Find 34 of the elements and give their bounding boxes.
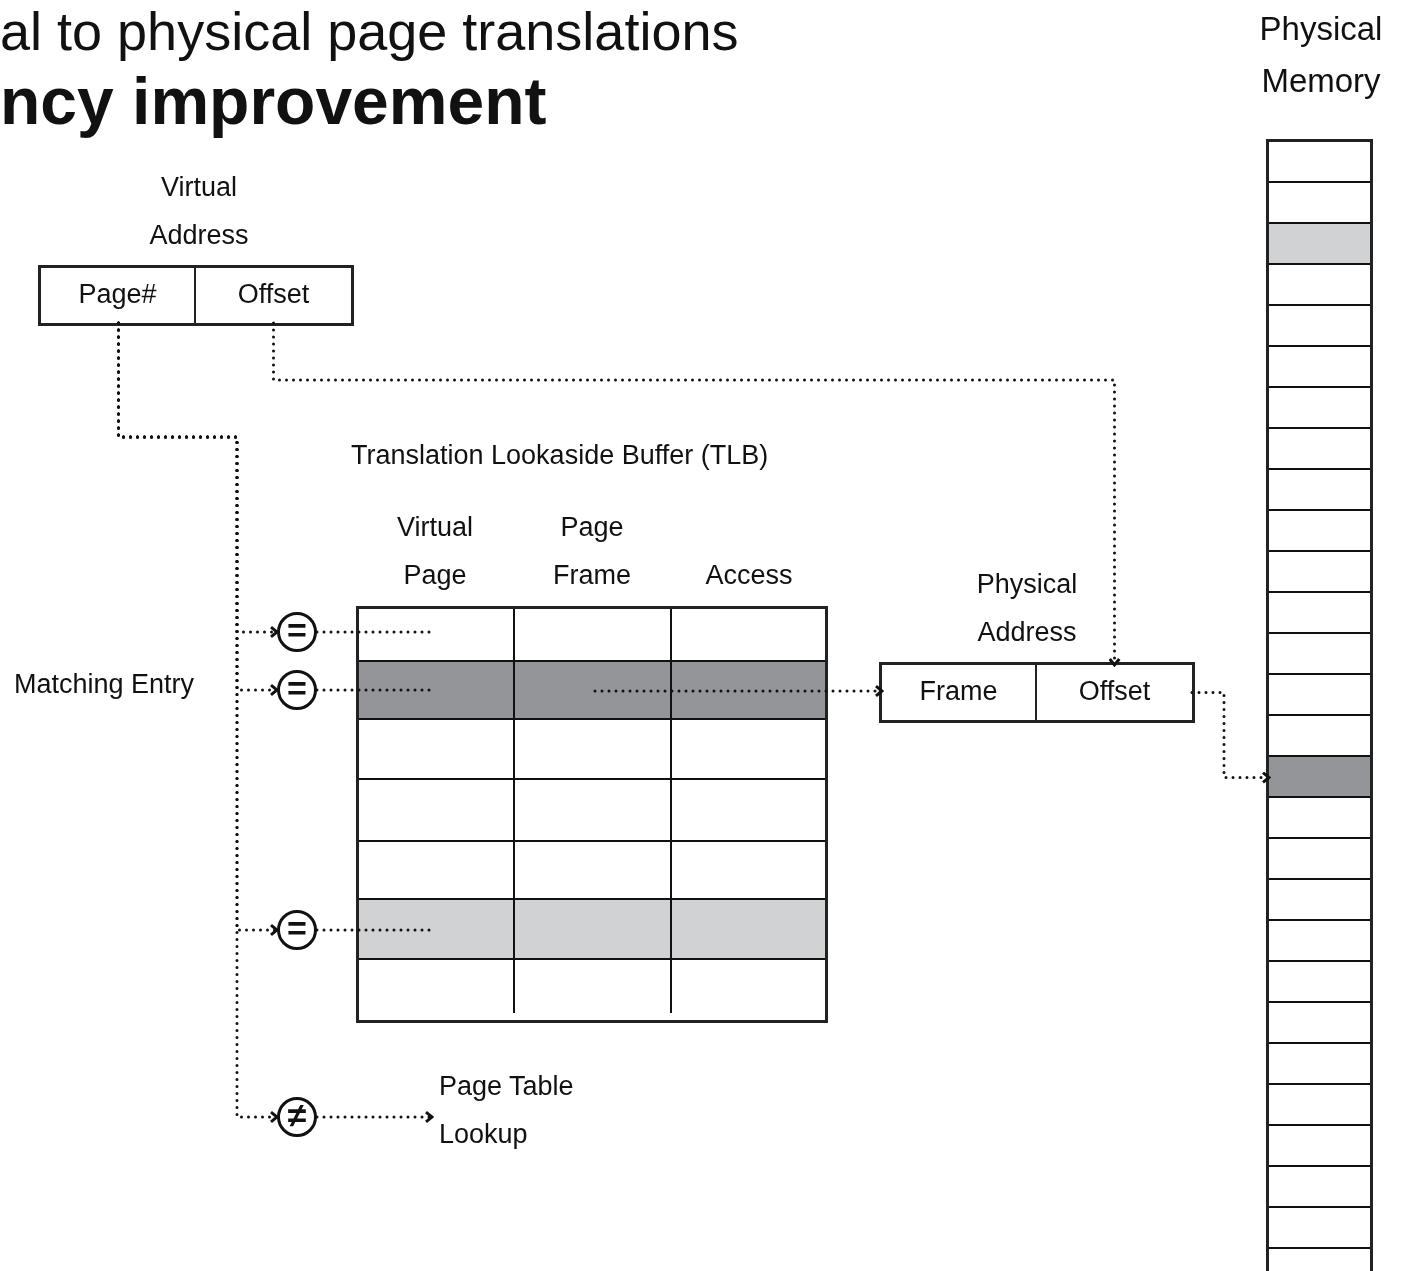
result-text: Page Table Lookup bbox=[439, 1070, 575, 1151]
table-row bbox=[359, 780, 825, 842]
comparison-sign: = bbox=[286, 610, 308, 650]
box-heading: Virtual Address bbox=[148, 171, 250, 252]
column-header: Virtual Page bbox=[395, 511, 474, 592]
box-heading: Physical Memory bbox=[1258, 9, 1384, 101]
column-header: Access bbox=[704, 559, 794, 592]
dotted-arrow bbox=[117, 321, 279, 1124]
comparator-circle bbox=[277, 1097, 317, 1137]
comparison-sign: ≠ bbox=[286, 1095, 308, 1135]
dotted-arrow bbox=[593, 684, 884, 698]
memory-slot bbox=[1269, 224, 1370, 265]
comparator-circle bbox=[277, 612, 317, 652]
heading-text: ncy improvement bbox=[0, 64, 547, 140]
table-row bbox=[359, 720, 825, 780]
field-label: Offset bbox=[1077, 675, 1152, 708]
dotted-arrow bbox=[272, 321, 1121, 667]
table-row bbox=[359, 662, 825, 720]
comparison-sign: = bbox=[286, 908, 308, 948]
dotted-arrow bbox=[1190, 691, 1271, 784]
table-title: Translation Lookaside Buffer (TLB) bbox=[351, 439, 769, 472]
column-header: Page Frame bbox=[552, 511, 632, 592]
field-label: Offset bbox=[236, 278, 311, 311]
annotation-text: Matching Entry bbox=[14, 668, 195, 701]
comparison-sign: = bbox=[286, 668, 308, 708]
field-label: Page# bbox=[77, 278, 158, 311]
comparator-circle bbox=[277, 910, 317, 950]
dotted-arrow bbox=[315, 1110, 434, 1124]
box-heading: Physical Address bbox=[975, 568, 1079, 649]
memory-slot bbox=[1269, 757, 1370, 798]
field-label: Frame bbox=[918, 675, 999, 708]
comparator-circle bbox=[277, 670, 317, 710]
table-row bbox=[359, 900, 825, 960]
heading-text: al to physical page translations bbox=[0, 0, 739, 63]
